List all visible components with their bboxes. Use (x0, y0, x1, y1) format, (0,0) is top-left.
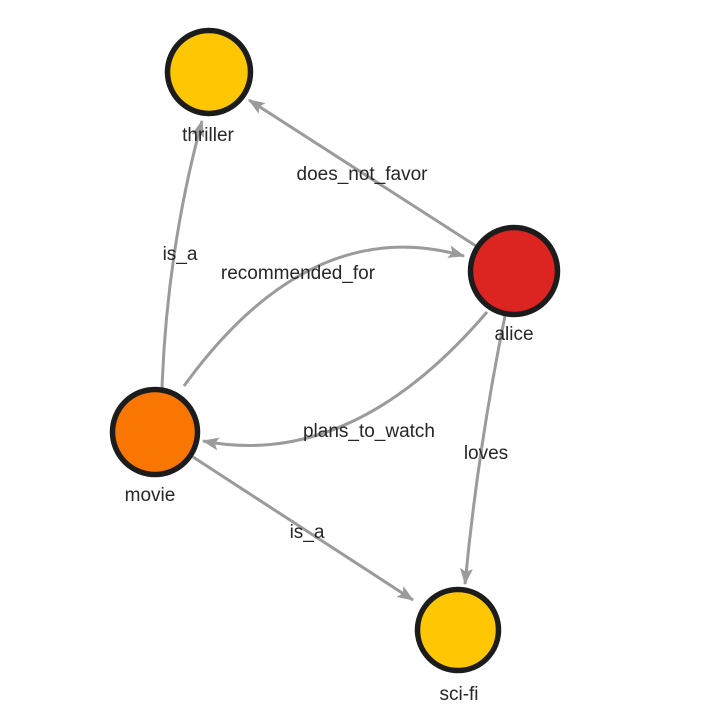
edge-label-is-a-scifi: is_a (290, 522, 325, 543)
edge-label-does-not-favor: does_not_favor (297, 164, 429, 185)
edge-label-recommended-for: recommended_for (221, 263, 376, 284)
node-label-sci-fi: sci-fi (439, 684, 478, 705)
edge-recommended-for (182, 245, 466, 387)
node-movie[interactable] (109, 386, 201, 478)
edge-plans-to-watch (201, 311, 489, 451)
node-thriller[interactable] (164, 27, 254, 117)
edge-is-a-movie-thriller (160, 119, 205, 389)
edge-label-is-a-thriller: is_a (163, 244, 198, 265)
node-alice[interactable] (467, 224, 561, 318)
edge-layer (160, 98, 507, 602)
node-layer (109, 27, 561, 674)
edge-loves (460, 315, 507, 586)
edge-is-a-movie-scifi (192, 455, 414, 602)
node-label-thriller: thriller (182, 125, 234, 146)
edge-does-not-favor (248, 98, 477, 248)
edge-label-plans-to-watch: plans_to_watch (303, 421, 435, 442)
node-sci-fi[interactable] (414, 586, 502, 674)
edge-label-loves: loves (464, 443, 508, 464)
node-label-alice: alice (494, 324, 533, 345)
label-layer: thriller alice movie sci-fi does_not_fav… (125, 125, 534, 705)
node-label-movie: movie (125, 485, 176, 506)
